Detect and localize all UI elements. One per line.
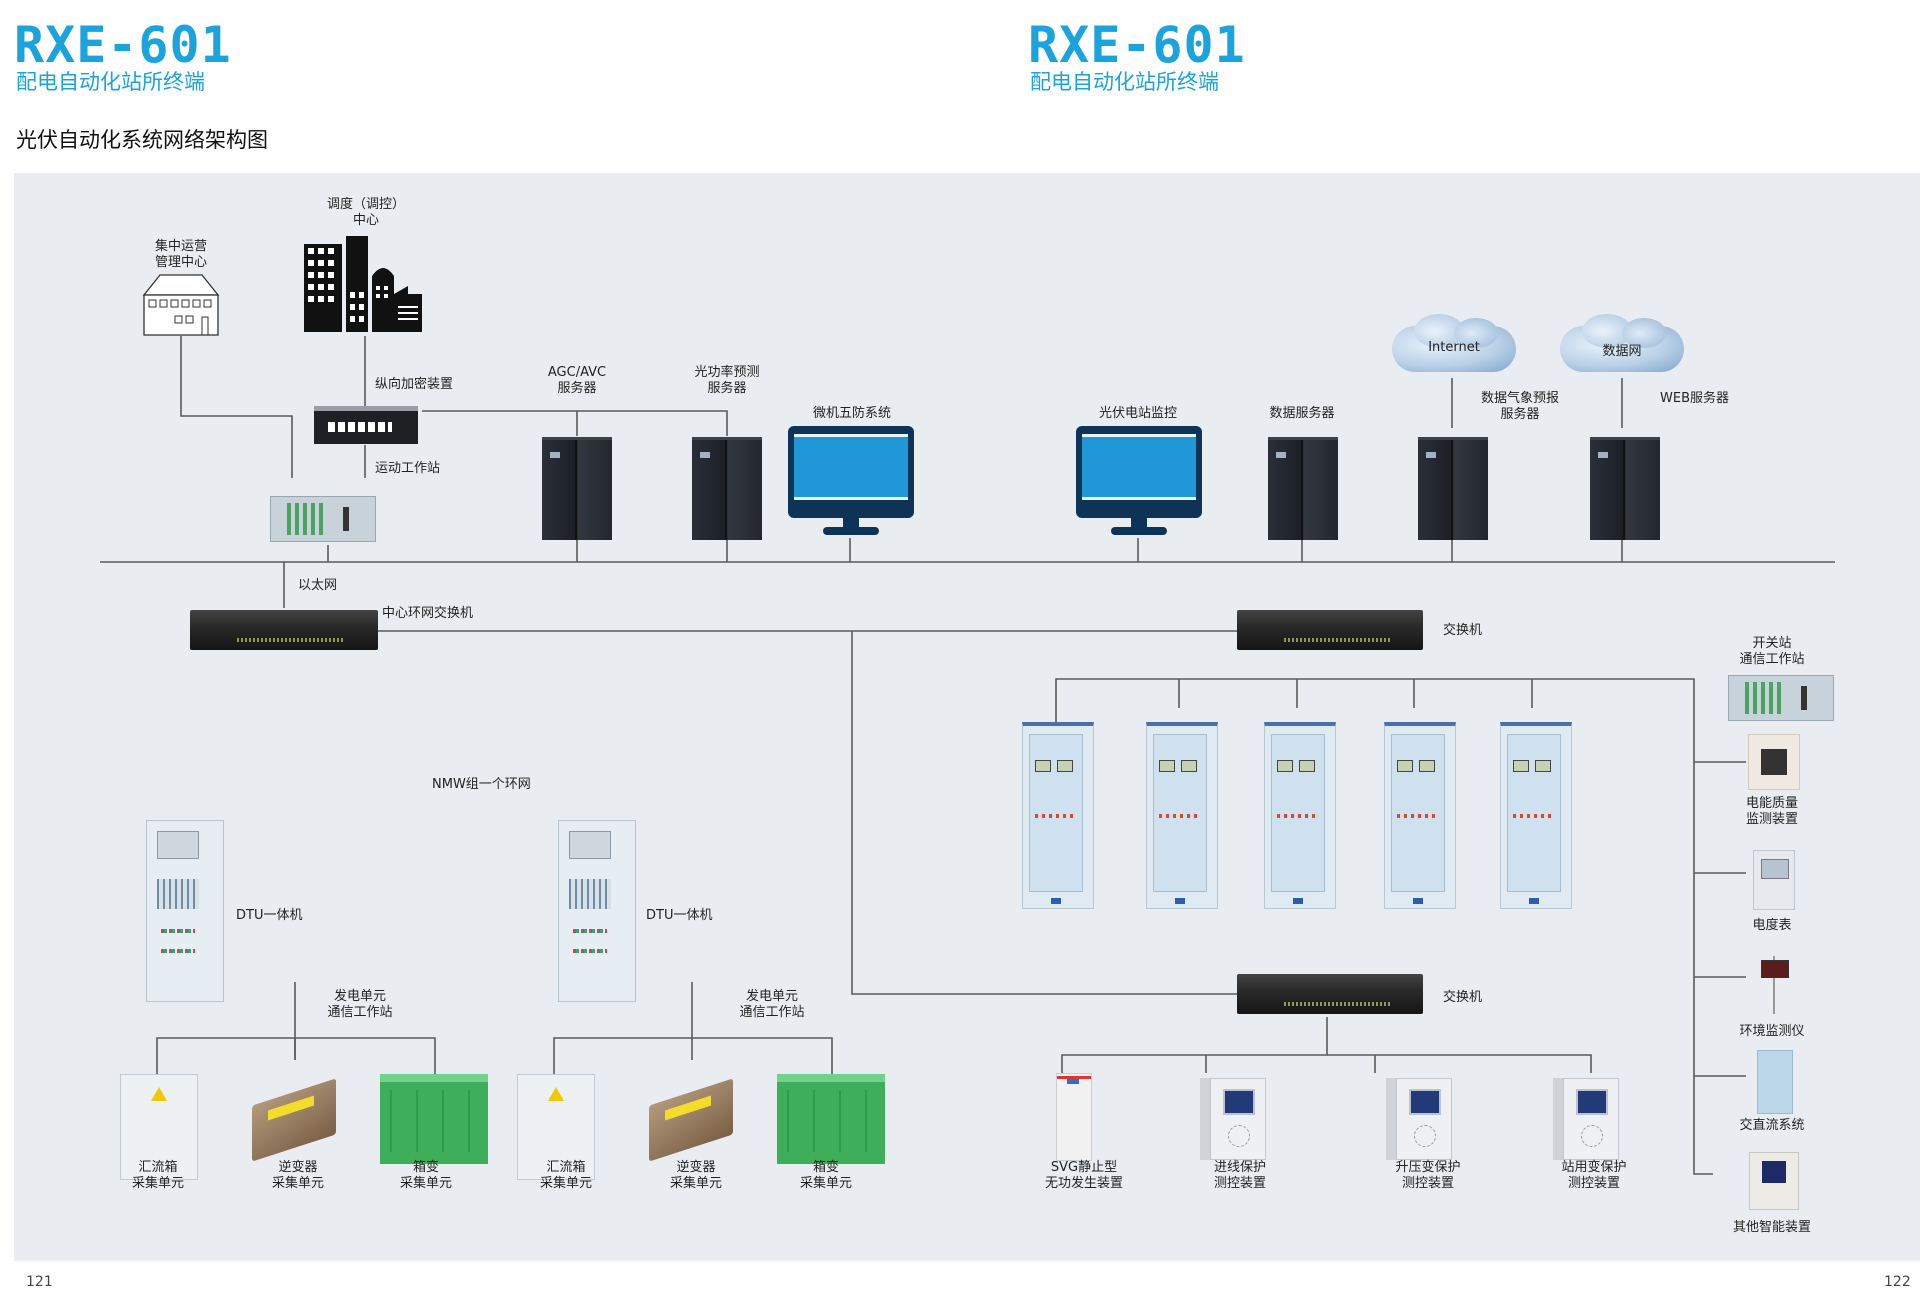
incoming-protection-relay[interactable] [1210,1078,1266,1160]
central-ring-switch-label: 中心环网交换机 [382,606,474,621]
power-quality-monitor-device[interactable] [1748,734,1800,790]
web-server-rack-icon[interactable] [1590,437,1660,540]
model-title-right: RXE-601 [1028,16,1246,74]
ring-network-note: NMW组一个环网 [432,777,531,792]
ethernet-label: 以太网 [298,578,338,593]
line-encryptor-to-servers [422,410,728,436]
upper-switch-label: 交换机 [1443,623,1483,638]
line-gen1-devices [156,1037,436,1080]
line-protection-bus [1061,1054,1592,1073]
line-gen2-devices [553,1037,833,1080]
control-cabinet-4[interactable] [1384,722,1456,909]
line-cabinet-branch [1055,678,1713,1175]
web-server-label: WEB服务器 [1660,391,1729,406]
central-ring-switch-device[interactable] [190,610,378,650]
combiner-label-1: 汇流箱采集单元 [131,1160,184,1191]
product-subtitle-right: 配电自动化站所终端 [1030,70,1219,94]
model-title-left: RXE-601 [14,16,232,74]
upper-switch-device[interactable] [1237,610,1423,650]
acdc-system-label: 交直流系统 [1739,1118,1805,1133]
gen-comm-station-label-1: 发电单元通信工作站 [327,989,393,1020]
power-forecast-server-rack-icon[interactable] [692,437,762,540]
page-number-left: 121 [26,1274,53,1290]
pv-monitoring-label: 光伏电站监控 [1098,406,1177,421]
control-cabinet-1[interactable] [1022,722,1094,909]
box-substation-device-1[interactable] [380,1074,488,1164]
inverter-label-2: 逆变器采集单元 [669,1160,722,1191]
data-network-cloud-icon: 数据网 [1560,314,1684,372]
energy-meter-device[interactable] [1753,850,1795,910]
control-cabinet-5[interactable] [1500,722,1572,909]
internet-cloud-icon: Internet [1392,314,1516,372]
encryption-device-label: 纵向加密装置 [375,377,454,392]
line-ring-to-lower-switch [851,631,1237,995]
control-cabinet-2[interactable] [1146,722,1218,909]
svg-compensator-device[interactable] [1056,1073,1092,1161]
environment-monitor-label: 环境监测仪 [1739,1024,1805,1039]
station-transformer-protection-label: 站用变保护测控装置 [1561,1160,1627,1191]
section-title: 光伏自动化系统网络架构图 [16,128,268,152]
line-ops-to-rtu [180,336,293,478]
energy-meter-label: 电度表 [1752,918,1792,933]
stepup-protection-label: 升压变保护测控装置 [1395,1160,1461,1191]
control-cabinet-3[interactable] [1264,722,1336,909]
power-forecast-server-label: 光功率预测服务器 [694,365,760,396]
environment-monitor-device[interactable] [1761,960,1789,978]
telecontrol-workstation-label: 运动工作站 [375,461,441,476]
combiner-label-2: 汇流箱采集单元 [539,1160,592,1191]
dispatch-center-label: 调度（调控）中心 [326,197,405,228]
product-subtitle-left: 配电自动化站所终端 [16,70,205,94]
station-transformer-protection-relay[interactable] [1563,1078,1619,1160]
dtu-unit-1[interactable] [146,820,224,1002]
incoming-protection-label: 进线保护测控装置 [1213,1160,1266,1191]
environment-monitor-pole [1773,956,1775,1014]
switch-station-rtu-device[interactable] [1728,675,1834,721]
page-number-right: 122 [1884,1274,1911,1290]
lower-switch-label: 交换机 [1443,990,1483,1005]
agc-avc-server-rack-icon[interactable] [542,437,612,540]
weather-server-label: 数据气象预报服务器 [1480,391,1559,422]
box-substation-device-2[interactable] [777,1074,885,1164]
data-server-rack-icon[interactable] [1268,437,1338,540]
ops-center-label: 集中运营管理中心 [154,239,207,270]
other-intelligent-device-label: 其他智能装置 [1732,1220,1811,1235]
data-server-label: 数据服务器 [1269,406,1335,421]
combiner-box-device-1[interactable] [120,1074,198,1180]
anti-misoperation-monitor-icon[interactable] [788,426,914,535]
telecontrol-rtu-device[interactable] [270,496,376,542]
weather-server-rack-icon[interactable] [1418,437,1488,540]
stepup-protection-relay[interactable] [1396,1078,1452,1160]
dtu-label-2: DTU一体机 [646,908,713,923]
acdc-system-device[interactable] [1757,1050,1793,1114]
encryption-switch-device[interactable] [314,406,418,444]
box-substation-label-2: 箱变采集单元 [799,1160,852,1191]
gen-comm-station-label-2: 发电单元通信工作站 [739,989,805,1020]
box-substation-label-1: 箱变采集单元 [399,1160,452,1191]
inverter-label-1: 逆变器采集单元 [271,1160,324,1191]
combiner-box-device-2[interactable] [517,1074,595,1180]
anti-misoperation-label: 微机五防系统 [812,406,891,421]
dtu-unit-2[interactable] [558,820,636,1002]
svg-compensator-label: SVG静止型无功发生装置 [1044,1160,1123,1191]
switch-station-label: 开关站通信工作站 [1739,636,1805,667]
pv-monitoring-monitor-icon[interactable] [1076,426,1202,535]
other-intelligent-device[interactable] [1749,1152,1799,1210]
power-quality-label: 电能质量监测装置 [1745,796,1798,827]
dtu-label-1: DTU一体机 [236,908,303,923]
lower-switch-device[interactable] [1237,974,1423,1014]
dispatch-city-skyline-icon [304,236,424,332]
ops-center-building-icon [142,273,220,337]
